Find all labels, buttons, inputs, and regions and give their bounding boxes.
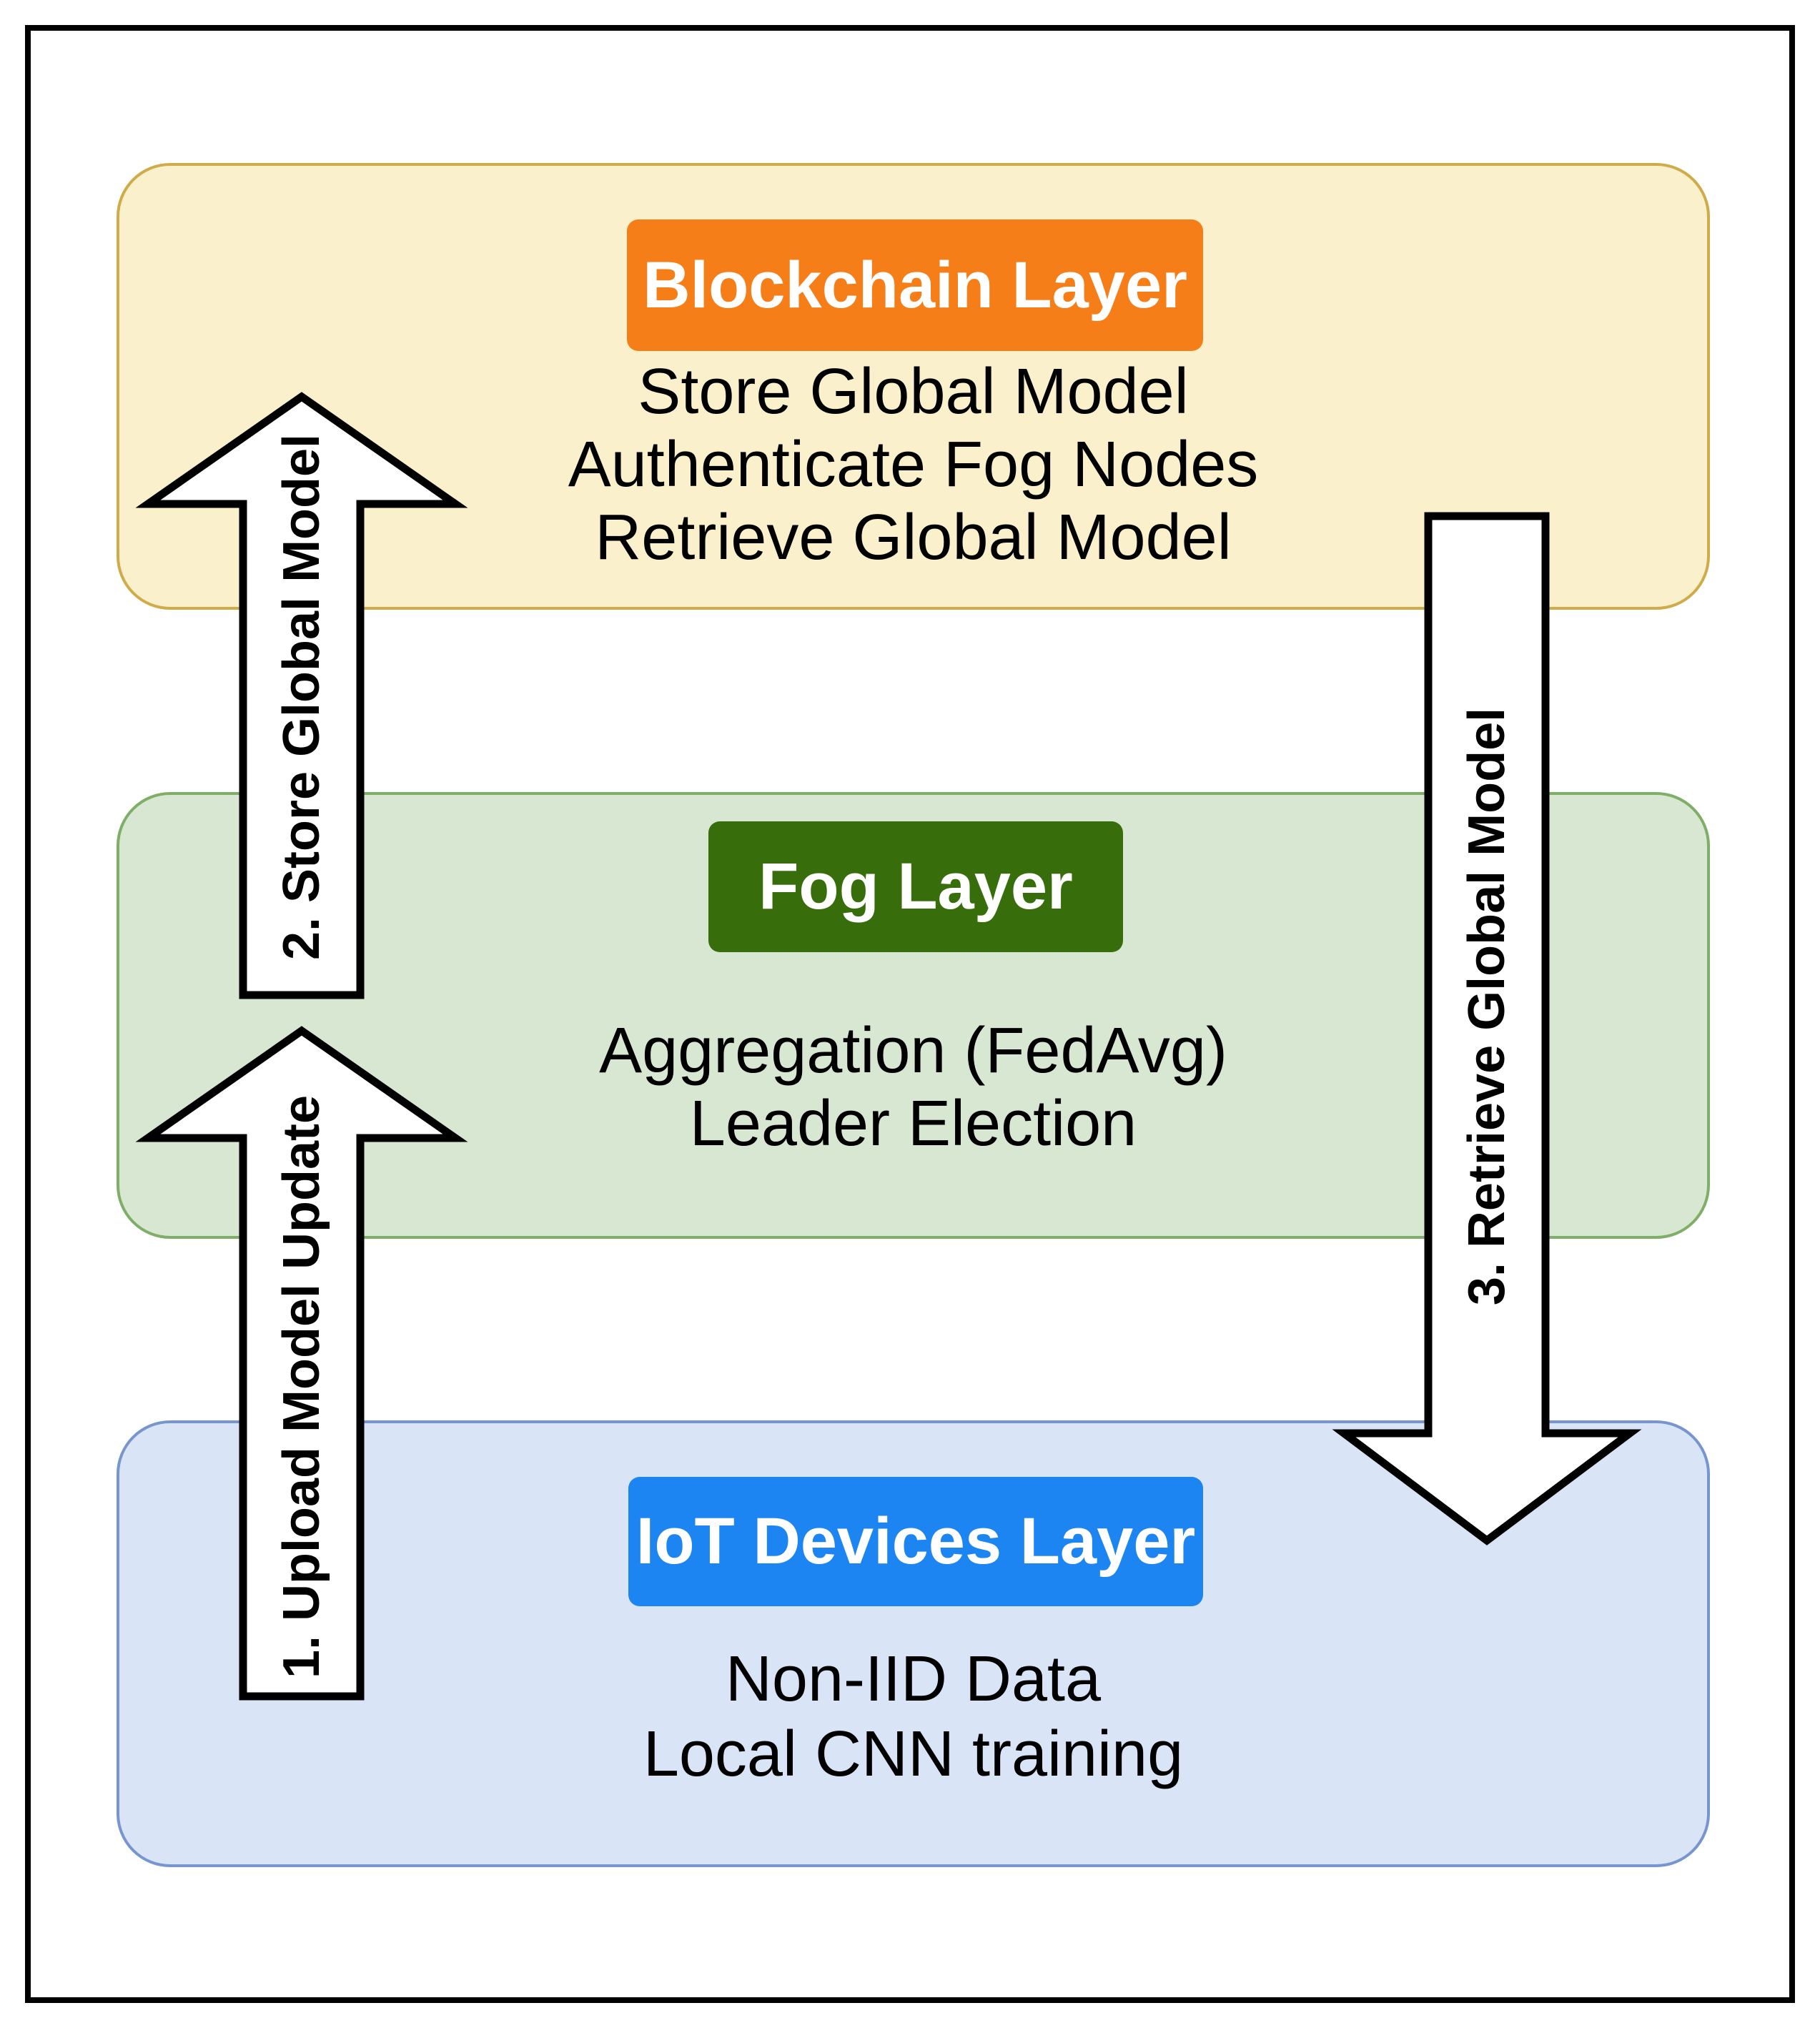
layer-item: Store Global Model — [638, 356, 1189, 427]
layer-item: Retrieve Global Model — [595, 502, 1232, 573]
layer-items-blockchain: Store Global Model Authenticate Fog Node… — [119, 355, 1707, 574]
arrow-label-upload-model-update: 1. Upload Model Update — [273, 1095, 330, 1678]
arrow-store-global-model — [135, 392, 468, 999]
layer-item: Aggregation (FedAvg) — [599, 1015, 1227, 1087]
layer-items-fog: Aggregation (FedAvg) Leader Election — [119, 1014, 1707, 1160]
layer-title-iot: IoT Devices Layer — [628, 1477, 1203, 1606]
arrow-label-retrieve-global-model: 3. Retrieve Global Model — [1458, 708, 1515, 1305]
layer-item: Leader Election — [689, 1088, 1137, 1159]
arrow-label-store-global-model: 2. Store Global Model — [273, 434, 330, 960]
layer-item: Non-IID Data — [725, 1643, 1102, 1715]
arrow-retrieve-global-model — [1332, 512, 1642, 1545]
arrow-upload-model-update — [135, 1026, 468, 1701]
layer-item: Local CNN training — [643, 1718, 1184, 1790]
layer-items-iot: Non-IID Data Local CNN training — [119, 1642, 1707, 1792]
layer-item: Authenticate Fog Nodes — [568, 429, 1259, 500]
layer-title-blockchain: Blockchain Layer — [627, 219, 1203, 351]
layer-title-fog: Fog Layer — [708, 821, 1123, 952]
layer-blockchain: Blockchain Layer Store Global Model Auth… — [117, 163, 1710, 610]
